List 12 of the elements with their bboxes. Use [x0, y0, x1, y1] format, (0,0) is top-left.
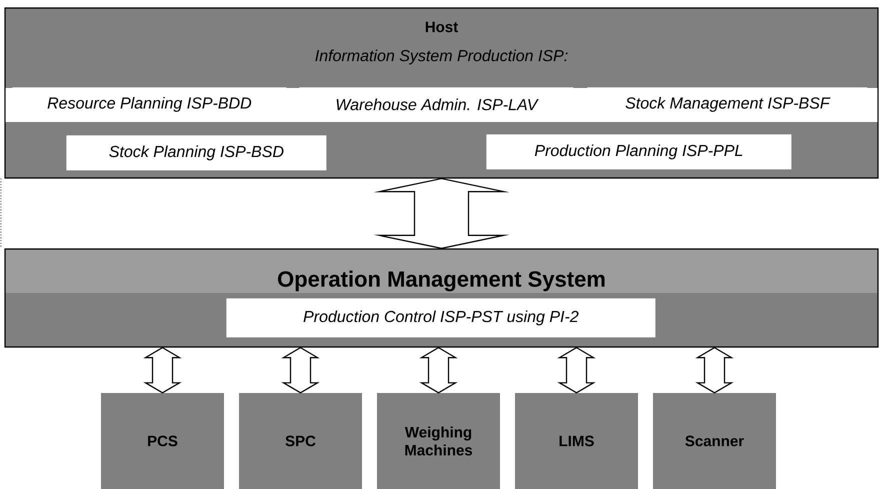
dotted-line: [0, 178, 2, 249]
device-box: PCS: [101, 393, 224, 489]
device-box: SPC: [239, 393, 362, 489]
device-box: Scanner: [653, 393, 776, 489]
module-label: Stock Management ISP-BSF: [587, 87, 868, 122]
module-box: Stock Planning ISP-BSD: [66, 135, 326, 170]
module-label: Warehouse Admin. ISP-LAV: [299, 87, 574, 122]
device-box: LIMS: [515, 393, 638, 489]
module-box: Production Planning ISP-PPL: [486, 134, 792, 170]
module-label: Resource Planning ISP-BDD: [12, 87, 286, 122]
module-box: Production Control ISP-PST using PI-2: [226, 298, 656, 338]
device-box: Weighing Machines: [377, 393, 500, 489]
